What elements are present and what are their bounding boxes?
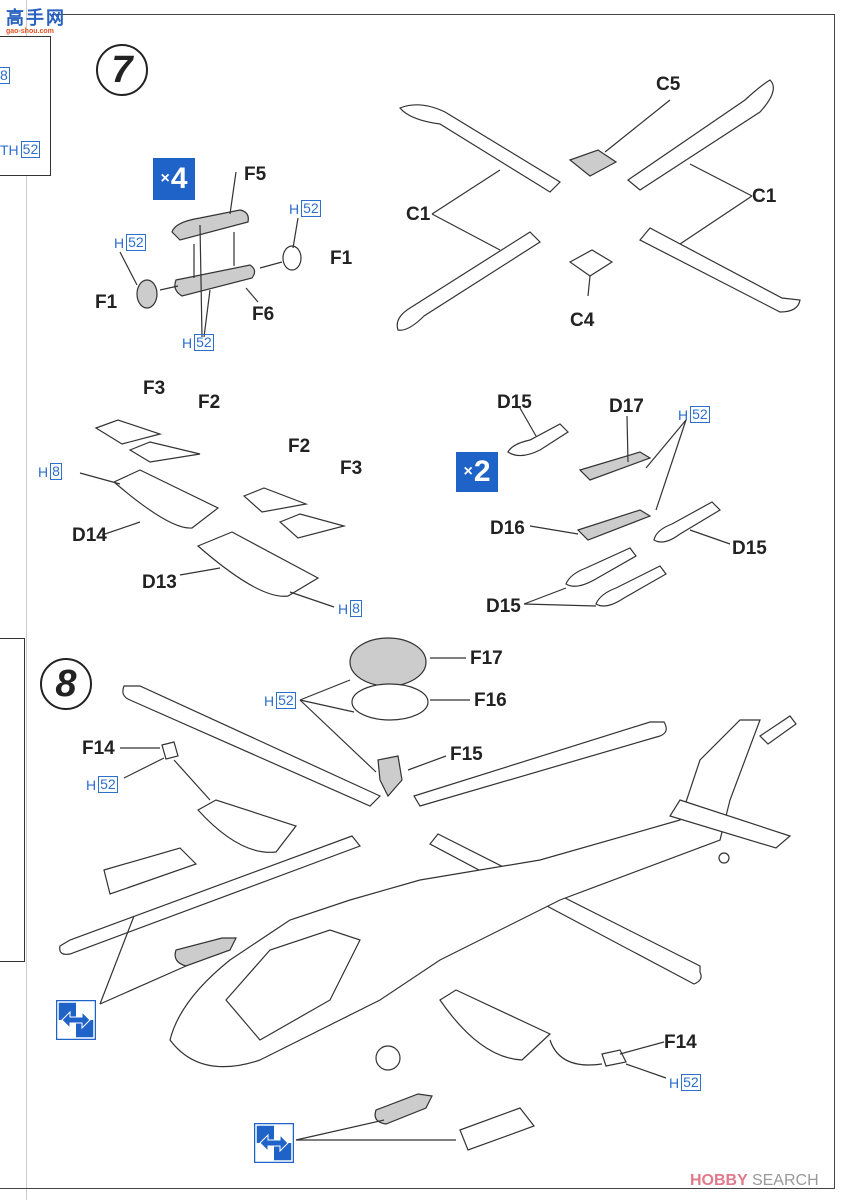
mirror-swap-icon [56, 1000, 96, 1040]
tail-stabilizer [669, 799, 792, 849]
part-label-d16: D16 [490, 518, 525, 539]
paint-ref: 8 [0, 67, 10, 84]
step-number-7: 7 [96, 44, 148, 96]
page-border-top [52, 14, 834, 15]
part-label-f17: F17 [470, 648, 503, 669]
hub-c5-illustration [568, 149, 618, 177]
wing-d14-illustration [112, 469, 220, 529]
canopy-illustration [225, 929, 361, 1041]
stub-wing-left [197, 799, 297, 853]
page-border-right [834, 14, 835, 1188]
part-f14-bottom [601, 1049, 627, 1067]
dome-f17-illustration [349, 637, 427, 687]
part-label-f5: F5 [244, 164, 267, 185]
rocket-pod-left [174, 937, 237, 967]
margin-line [26, 0, 27, 1200]
stub-wing-right [439, 989, 552, 1061]
part-label-f2: F2 [198, 392, 221, 413]
part-label-f14: F14 [664, 1032, 697, 1053]
wheel-f1-left [136, 279, 158, 309]
part-label-c1: C1 [406, 204, 431, 225]
hub-c4-illustration [568, 249, 614, 277]
mast-f15-illustration [377, 755, 403, 798]
rocket-pod-right [374, 1093, 433, 1125]
quantity-badge-x2: ×2 [456, 452, 498, 492]
tube-f5-illustration [171, 209, 249, 241]
part-label-c5: C5 [656, 74, 681, 95]
hellfire-rack-left [103, 847, 198, 895]
part-label-f15: F15 [450, 744, 483, 765]
part-label-c4: C4 [570, 310, 595, 331]
part-label-c1: C1 [752, 186, 777, 207]
part-f14-top [161, 741, 179, 760]
wheel-f1-right [282, 245, 302, 271]
part-label-f1: F1 [95, 292, 118, 313]
part-label-d17: D17 [609, 396, 644, 417]
side-box-bottom [0, 638, 25, 962]
part-label-d14: D14 [72, 525, 107, 546]
watermark-url: gao-shou.com [6, 28, 54, 35]
wing-d13-illustration [196, 531, 320, 597]
landing-wheel [375, 1045, 401, 1071]
part-label-d15: D15 [732, 538, 767, 559]
part-label-f16: F16 [474, 690, 507, 711]
rack-d17-illustration [578, 451, 652, 481]
part-label-f2: F2 [288, 436, 311, 457]
part-label-f14: F14 [82, 738, 115, 759]
site-watermark: 高手网 gao-shou.com [6, 4, 72, 36]
mirror-swap-icon [254, 1123, 294, 1163]
rotor-blades-c1-illustration [396, 79, 801, 331]
tube-f6-illustration [174, 264, 256, 297]
part-label-f1: F1 [330, 248, 353, 269]
part-label-d15: D15 [486, 596, 521, 617]
hobby-search-watermark: HOBBY SEARCH [690, 1172, 819, 1189]
page-border-bottom [0, 1188, 835, 1189]
quantity-badge-x4: ×4 [153, 158, 195, 200]
hellfire-rack-right [459, 1107, 535, 1151]
ring-f16-illustration [351, 683, 429, 721]
rack-d16-illustration [576, 509, 652, 541]
step-number-8: 8 [40, 658, 92, 710]
part-label-f3: F3 [143, 378, 166, 399]
part-label-f6: F6 [252, 304, 275, 325]
watermark-title: 高手网 [6, 8, 66, 28]
part-label-d13: D13 [142, 572, 177, 593]
part-label-f3: F3 [340, 458, 363, 479]
part-label-d15: D15 [497, 392, 532, 413]
